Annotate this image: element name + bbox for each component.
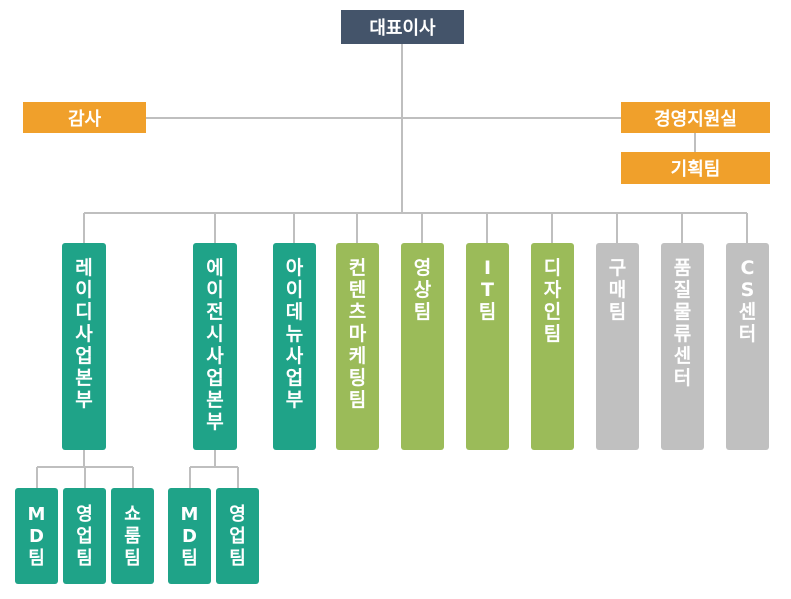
department-content-marketing-label: 컨 텐 츠 마 케 팅 팀: [348, 257, 367, 411]
department-cs-center-label: C S 센 터: [738, 257, 757, 345]
planning-team-box: 기획팀: [621, 152, 770, 184]
department-lady-label: 레 이 디 사 업 본 부: [75, 257, 93, 411]
department-agency: 에 이 전 시 사 업 본 부: [193, 243, 237, 450]
department-ideanew-label: 아 이 데 뉴 사 업 부: [285, 257, 304, 411]
agency-sales-team-label: 영 업 팀: [229, 504, 246, 569]
lady-showroom-team-label: 쇼 룸 팀: [124, 504, 141, 569]
department-agency-label: 에 이 전 시 사 업 본 부: [206, 257, 224, 433]
department-quality-logistics-label: 품 질 물 류 센 터: [673, 257, 692, 389]
lady-sales-team-label: 영 업 팀: [76, 504, 93, 569]
department-it-label: I T 팀: [478, 257, 497, 323]
agency-md-team: M D 팀: [168, 488, 211, 584]
department-video: 영 상 팀: [401, 243, 444, 450]
department-lady: 레 이 디 사 업 본 부: [62, 243, 106, 450]
department-purchasing-label: 구 매 팀: [608, 257, 627, 323]
department-video-label: 영 상 팀: [413, 257, 432, 323]
lady-md-team: M D 팀: [15, 488, 58, 584]
ceo-label: 대표이사: [369, 18, 436, 39]
audit-label: 감사: [67, 108, 102, 130]
lady-sales-team: 영 업 팀: [63, 488, 106, 584]
lady-md-team-label: M D 팀: [27, 504, 46, 569]
department-ideanew: 아 이 데 뉴 사 업 부: [273, 243, 316, 450]
department-purchasing: 구 매 팀: [596, 243, 639, 450]
department-it: I T 팀: [466, 243, 509, 450]
department-content-marketing: 컨 텐 츠 마 케 팅 팀: [336, 243, 379, 450]
department-design: 디 자 인 팀: [531, 243, 574, 450]
department-cs-center: C S 센 터: [726, 243, 769, 450]
lady-showroom-team: 쇼 룸 팀: [111, 488, 154, 584]
agency-md-team-label: M D 팀: [180, 504, 199, 569]
agency-sales-team: 영 업 팀: [216, 488, 259, 584]
department-quality-logistics: 품 질 물 류 센 터: [661, 243, 704, 450]
planning-team-label: 기획팀: [670, 159, 721, 180]
department-design-label: 디 자 인 팀: [543, 257, 562, 345]
audit-box: 감사: [23, 102, 146, 133]
management-support-label: 경영지원실: [654, 108, 737, 130]
ceo-box: 대표이사: [341, 10, 464, 44]
management-support-box: 경영지원실: [621, 102, 770, 133]
